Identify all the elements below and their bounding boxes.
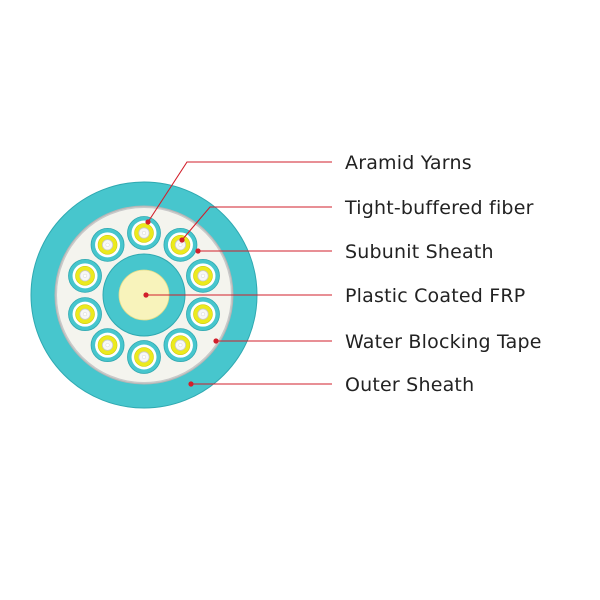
label-plastic-coated-frp: Plastic Coated FRP — [345, 285, 525, 307]
leader-dot-plastic-coated-frp — [143, 292, 149, 298]
fiber-core — [82, 312, 88, 317]
leader-dot-tight-buffered-fiber — [179, 237, 185, 243]
subunit — [127, 216, 161, 250]
fiber-core — [141, 354, 147, 360]
leader-dot-aramid-yarns — [145, 219, 151, 225]
fiber-core — [141, 230, 147, 236]
leader-dot-outer-sheath — [188, 381, 194, 387]
fiber-core — [82, 273, 88, 278]
fiber-core — [105, 343, 110, 348]
fiber-core — [200, 312, 206, 317]
label-tight-buffered-fiber: Tight-buffered fiber — [344, 197, 534, 219]
label-outer-sheath: Outer Sheath — [345, 374, 474, 396]
label-aramid-yarns: Aramid Yarns — [345, 152, 472, 174]
subunit — [127, 340, 161, 374]
subunit — [90, 328, 125, 363]
leader-lines — [143, 161, 332, 387]
leader-dot-water-blocking-tape — [213, 338, 219, 344]
subunit — [186, 258, 220, 293]
subunit — [90, 227, 125, 262]
subunit-ring — [68, 216, 220, 374]
subunit — [163, 227, 198, 262]
subunit — [163, 328, 198, 363]
label-subunit-sheath: Subunit Sheath — [345, 241, 494, 263]
leader-line-aramid-yarns — [147, 161, 332, 223]
subunit — [68, 258, 102, 293]
component-labels: Aramid Yarns Tight-buffered fiber Subuni… — [344, 152, 542, 396]
fiber-core — [178, 242, 183, 247]
fiber-core — [105, 242, 110, 247]
label-water-blocking-tape: Water Blocking Tape — [345, 331, 542, 353]
leader-dot-subunit-sheath — [195, 248, 201, 254]
subunit — [186, 297, 220, 332]
fiber-core — [178, 343, 183, 348]
fiber-core — [200, 273, 206, 278]
subunit — [68, 297, 102, 332]
leader-line-tight-buffered-fiber — [181, 206, 332, 241]
